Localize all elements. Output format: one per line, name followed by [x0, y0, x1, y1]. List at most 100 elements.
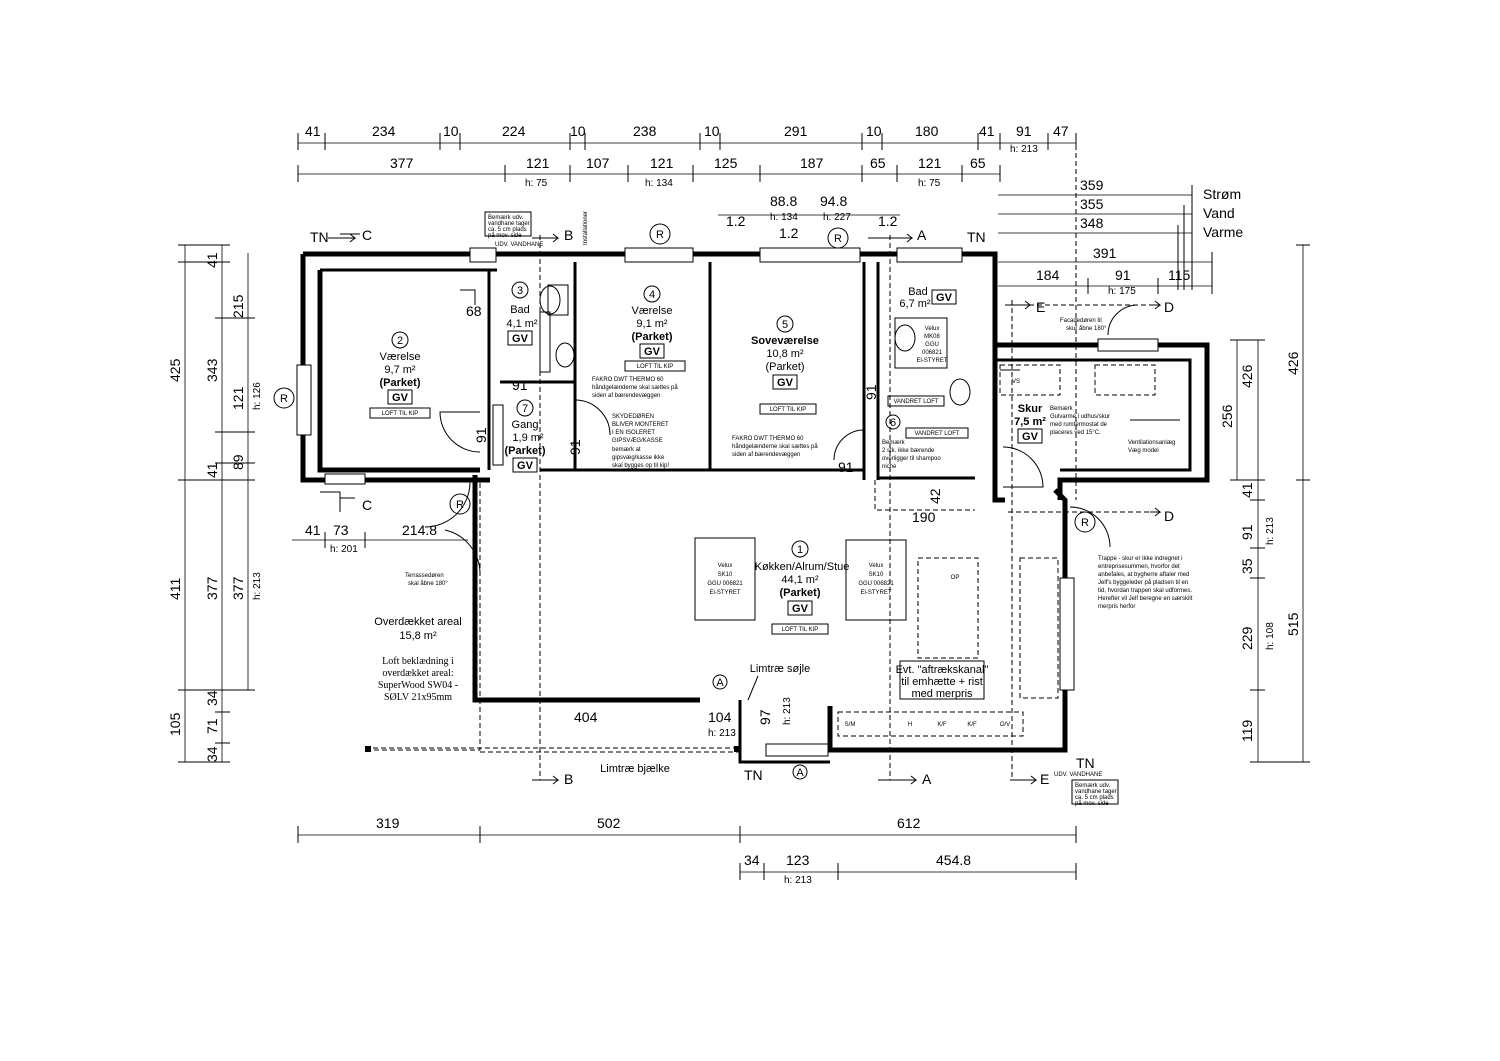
dim-text: 10: [570, 123, 586, 139]
note-line: håndgelænderne skal sættes på: [592, 384, 678, 391]
dim-height: h: 213: [784, 875, 812, 886]
dim-text: 229: [1239, 626, 1255, 650]
note-line: GIPSVÆG/KASSE: [612, 438, 663, 444]
dim-text: 115: [1168, 267, 1191, 283]
gv-badge: GV: [792, 603, 809, 615]
dim-text: 91: [838, 459, 854, 475]
note-line: ca. 5 cm plads: [488, 227, 527, 233]
section-mark-a: A: [917, 227, 927, 243]
limtrae-bjaelke-label: Limtræ bjælke: [600, 763, 670, 775]
dim-text: 65: [970, 155, 986, 171]
note-line: SKYDEDØREN: [612, 414, 654, 420]
dim-text: 65: [870, 155, 886, 171]
note-line: Jelf's byggeleder på pladsen til en: [1098, 579, 1188, 586]
dim-text: 91: [567, 439, 583, 455]
appliance-label: K/F: [967, 722, 977, 728]
room-area: 44,1 m²: [781, 574, 819, 586]
dim-height: h: 134: [645, 178, 673, 189]
section-mark-d: D: [1164, 299, 1174, 315]
room-area: 6,7 m²: [899, 298, 931, 310]
covered-area-name: Overdækket areal: [374, 616, 461, 628]
tn-mark: TN: [310, 229, 329, 245]
dim-text: 68: [466, 303, 482, 319]
note-line: på mov. side: [488, 232, 522, 239]
loft-label: LOFT TIL KIP: [637, 364, 674, 370]
room-floor: (Parket): [632, 331, 673, 343]
dim-text: 41: [305, 522, 321, 538]
note-line: Bemærk udv.: [488, 215, 524, 221]
dim-text: 121: [526, 155, 550, 171]
room-area: 7,5 m²: [1014, 416, 1046, 428]
section-mark-e: E: [1036, 299, 1045, 315]
dim-text: 10: [866, 123, 882, 139]
note-line: El-STYRET: [916, 358, 947, 364]
radiator-label: R: [280, 393, 288, 405]
dim-text: 91: [512, 377, 528, 393]
dim-text: 411: [167, 577, 183, 600]
appliance-label: VS: [1012, 379, 1020, 385]
note-line: MK08: [924, 334, 940, 340]
dim-text: 123: [786, 852, 810, 868]
note-line: til emhætte + rist: [901, 676, 983, 688]
dim-text: 41: [305, 123, 321, 139]
note-line: Herefter vil Jelf beregne en særskilt: [1098, 596, 1193, 602]
section-mark-e: E: [1040, 771, 1049, 787]
covered-area: Overdækket areal 15,8 m² Loft beklædning…: [374, 573, 461, 703]
note-line: med rumtermostat de: [1050, 422, 1108, 428]
note-line: Gulvarme i udhus/skur: [1050, 414, 1110, 420]
section-mark-c: C: [362, 227, 372, 243]
dim-text: 612: [897, 815, 921, 831]
dim-text: 1.2: [779, 225, 799, 241]
note-line: siden af bærendevæggen: [592, 393, 660, 399]
note-line: Terrassedøren: [405, 573, 444, 579]
gv-badge: GV: [517, 460, 534, 472]
dim-height: h: 134: [770, 212, 798, 223]
note-line: Ventilationsanlæg: [1128, 440, 1175, 446]
dim-text: 425: [167, 358, 183, 382]
installationer-label: Installationer: [583, 211, 589, 245]
note-line: SØLV 21x95mm: [384, 692, 452, 703]
note-line: skur åbne 180°: [1066, 325, 1107, 332]
dim-text: 121: [650, 155, 674, 171]
dim-text: 359: [1080, 177, 1104, 193]
note-line: anbefales, at bygherre aftaler med: [1098, 572, 1189, 578]
note-line: Velux: [718, 563, 733, 569]
gv-badge: GV: [1022, 431, 1039, 443]
dim-height: h: 213: [1265, 517, 1276, 545]
appliance-label: H: [908, 722, 912, 728]
dim-text: 502: [597, 815, 621, 831]
note-line: Væg model: [1128, 448, 1159, 454]
gv-badge: GV: [936, 292, 953, 304]
room-sovevaerelse-5: 5 Soveværelse 10,8 m² (Parket) GV LOFT T…: [751, 315, 854, 475]
section-mark-b: B: [564, 227, 573, 243]
column-mark-a: A: [716, 677, 724, 689]
dim-text: 1.2: [726, 213, 746, 229]
room-area: 9,1 m²: [636, 318, 668, 330]
top-dimension-row-2: 377 121 107 121 125 187 65 121 65 h: 75 …: [297, 155, 1001, 189]
note-line: Bemærk udv.: [1075, 783, 1111, 789]
radiator-marks: R R R R R A A: [273, 223, 1096, 780]
radiator-label: R: [1081, 517, 1089, 529]
dim-text: 47: [1053, 123, 1069, 139]
radiator-label: R: [656, 229, 664, 241]
dim-text: 107: [586, 155, 610, 171]
dim-text: 184: [1036, 267, 1060, 283]
note-line: Evt. "aftrækskanal": [896, 664, 989, 676]
note-line: siden af bærendevæggen: [732, 452, 800, 458]
room-name: Bad: [510, 304, 530, 316]
dim-height: h: 108: [1265, 622, 1276, 650]
appliance-label: K/F: [937, 722, 947, 728]
note-line: FAKRO DWT THERMO 60: [592, 377, 664, 383]
dim-text: 41: [1239, 482, 1255, 498]
note-line: SK10: [869, 572, 884, 578]
terrace-dimensions: 41 73 214.8 h: 201: [292, 522, 468, 555]
left-dimensions: 425 411 105 41 215 343 121 41 377 34 71 …: [167, 244, 263, 763]
note-line: entreprisesummen, hvorfor det: [1098, 564, 1180, 570]
dim-text: 391: [1093, 245, 1117, 261]
dim-text: 214.8: [402, 522, 437, 538]
note-line: Velux: [925, 326, 940, 332]
dim-text: 34: [744, 852, 760, 868]
dim-text: 88.8: [770, 193, 797, 209]
dim-text: 89: [230, 454, 246, 470]
room-gang-7: 7 Gang 1,9 m² (Parket) GV 91 91: [473, 311, 583, 473]
